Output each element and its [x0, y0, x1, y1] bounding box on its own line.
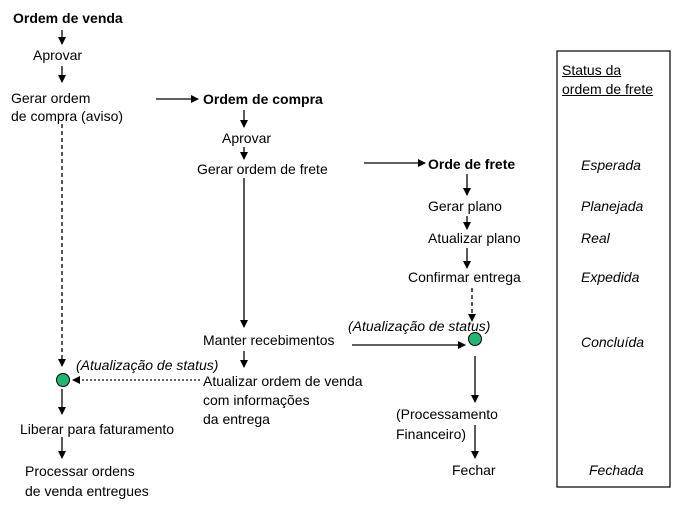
process-orders-line2: de venda entregues [25, 483, 149, 499]
generate-plan-step: Gerar plano [428, 198, 502, 214]
freight-order-title: Orde de frete [428, 156, 516, 172]
financial-processing-line2: Financeiro) [396, 426, 467, 442]
status-node-sales [56, 373, 70, 387]
status-planned: Planejada [581, 198, 644, 214]
generate-freight-step: Gerar ordem de frete [197, 161, 328, 177]
update-sales-line2: com informações [203, 392, 310, 408]
purchase-order-title: Ordem de compra [203, 91, 323, 107]
status-panel-title-line2: ordem de frete [562, 81, 654, 97]
update-sales-line1: Atualizar ordem de venda [203, 373, 363, 389]
status-actual: Real [581, 230, 610, 246]
sales-order-title: Ordem de venda [13, 10, 123, 26]
close-step: Fechar [452, 462, 496, 478]
freight-status-update-label: (Atualização de status) [348, 318, 491, 334]
update-sales-line3: da entrega [203, 411, 270, 427]
status-panel-box [556, 50, 671, 488]
status-expected: Esperada [581, 157, 641, 173]
purchase-approve-step: Aprovar [222, 130, 272, 146]
update-plan-step: Atualizar plano [428, 230, 521, 246]
sales-approve-step: Aprovar [33, 47, 83, 63]
generate-po-line2: de compra (aviso) [11, 108, 124, 124]
release-billing-step: Liberar para faturamento [20, 421, 175, 437]
generate-po-line1: Gerar ordem [11, 90, 91, 106]
status-panel-title-line1: Status da [562, 62, 622, 78]
status-closed: Fechada [589, 462, 644, 478]
status-node-freight [468, 332, 482, 346]
status-completed: Concluída [581, 334, 645, 350]
financial-processing-line1: (Processamento [396, 406, 498, 422]
status-shipped: Expedida [581, 269, 640, 285]
confirm-delivery-step: Confirmar entrega [408, 269, 521, 285]
sales-status-update-label: (Atualização de status) [76, 357, 219, 373]
process-orders-line1: Processar ordens [25, 463, 135, 479]
maintain-receipts-step: Manter recebimentos [203, 332, 335, 348]
